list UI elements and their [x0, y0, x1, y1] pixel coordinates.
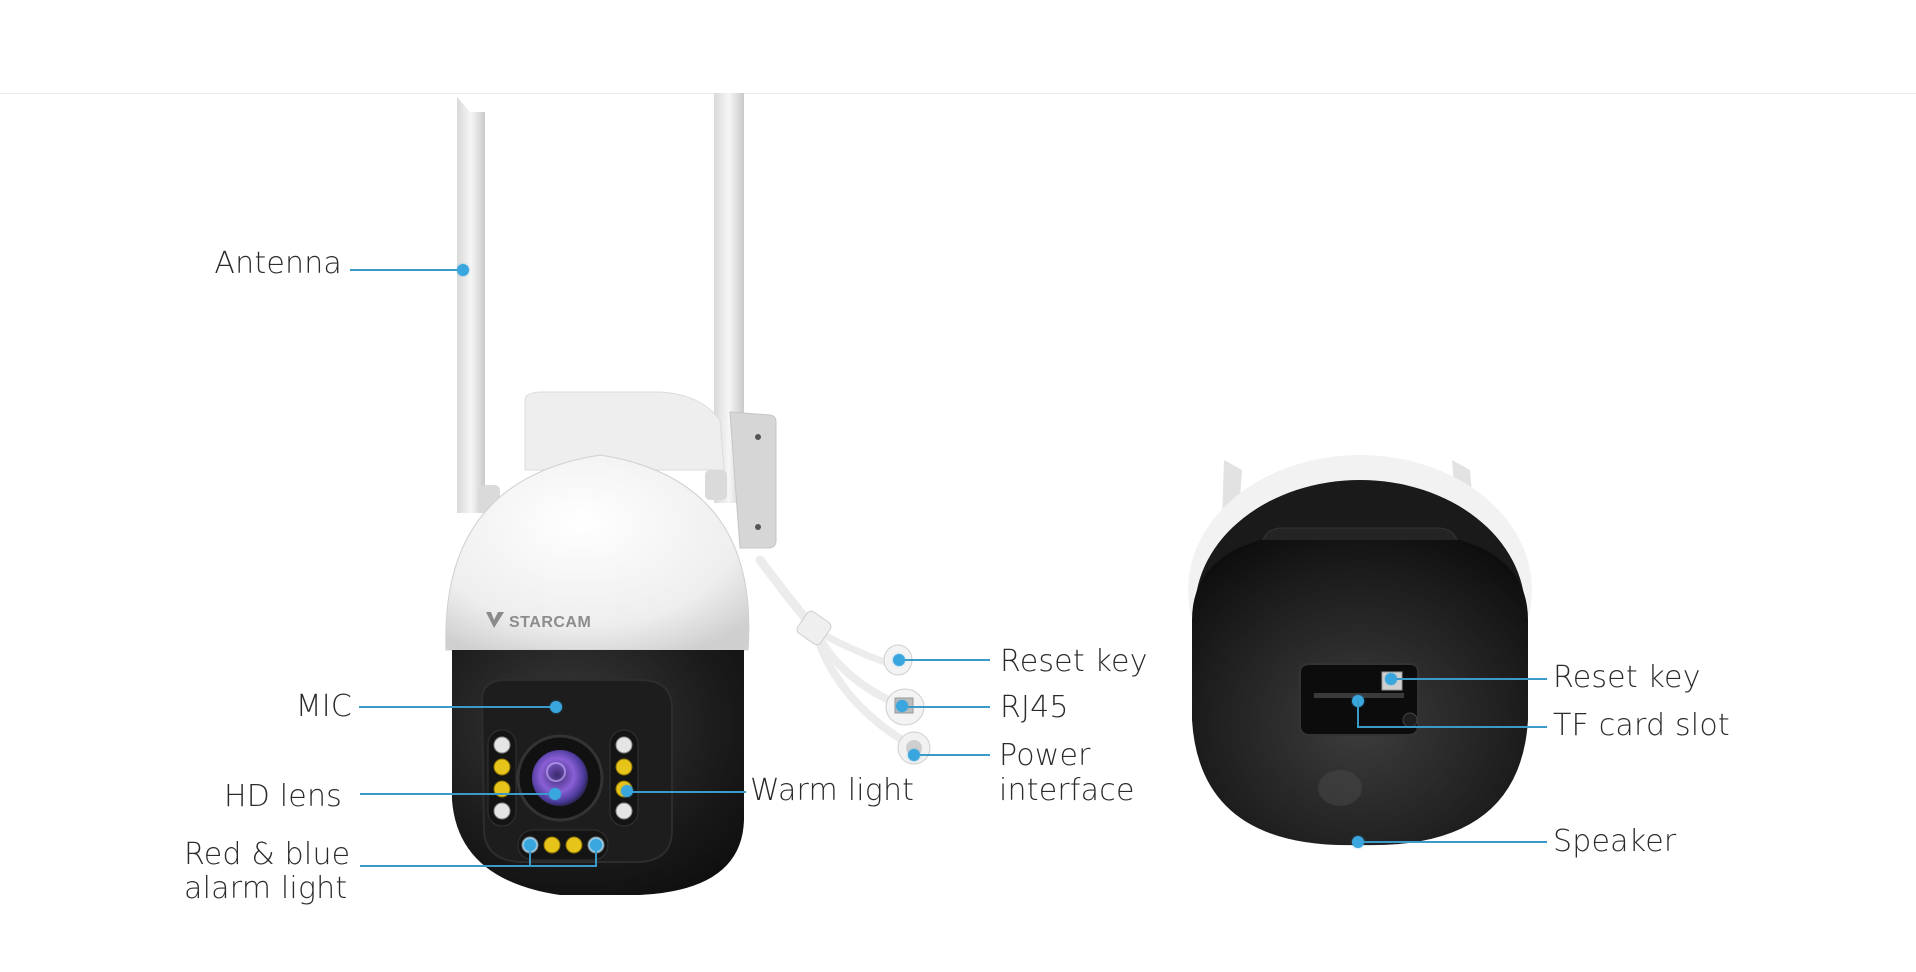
brand-logo-text: STARCAM	[509, 614, 591, 631]
callout-line-speaker	[1364, 841, 1547, 843]
label-antenna: Antenna	[214, 246, 342, 281]
callout-dot-alarm-left	[524, 839, 536, 851]
callout-dot-reset-key-front	[893, 654, 905, 666]
hd-lens	[532, 750, 588, 806]
label-power-line2: interface	[999, 773, 1135, 808]
label-alarm-light-line2: alarm light	[184, 871, 348, 906]
label-reset-key-front: Reset key	[1000, 644, 1148, 679]
label-speaker: Speaker	[1553, 824, 1677, 859]
callout-dot-antenna	[457, 264, 469, 276]
led-column-left	[493, 736, 511, 820]
callout-line-warm-light	[630, 791, 746, 793]
callout-line-alarm-light	[360, 865, 597, 867]
callout-dot-warm-light	[621, 785, 633, 797]
callout-line-reset-key-bottom	[1396, 678, 1547, 680]
label-tf-card-slot: TF card slot	[1553, 708, 1730, 743]
callout-dot-speaker	[1352, 836, 1364, 848]
callout-dot-reset-key-bottom	[1385, 673, 1397, 685]
label-reset-key-bottom: Reset key	[1553, 660, 1701, 695]
label-warm-light: Warm light	[750, 773, 915, 808]
callout-line-antenna	[350, 269, 462, 271]
callout-dot-mic	[550, 701, 562, 713]
starcam-logo	[486, 612, 504, 628]
callout-dot-power	[908, 749, 920, 761]
callout-line-tf-card	[1357, 726, 1547, 728]
callout-line-reset-key-front	[905, 659, 990, 661]
callout-line-mic	[359, 706, 556, 708]
callout-branch-tf-card	[1357, 700, 1359, 727]
callout-line-rj45	[908, 706, 990, 708]
label-mic: MIC	[295, 689, 352, 724]
label-alarm-light-line1: Red & blue	[184, 837, 351, 872]
callout-dot-rj45	[896, 700, 908, 712]
top-header-band	[0, 0, 1916, 94]
callout-line-hd-lens	[360, 793, 554, 795]
label-power-line1: Power	[999, 738, 1091, 773]
callout-branch-alarm-right	[595, 845, 597, 866]
label-hd-lens: HD lens	[223, 779, 342, 814]
callout-dot-hd-lens	[549, 788, 561, 800]
callout-branch-alarm-left	[529, 845, 531, 866]
callout-dot-alarm-right	[590, 839, 602, 851]
label-rj45: RJ45	[1000, 690, 1069, 725]
antenna-left	[457, 97, 485, 513]
callout-line-power	[920, 754, 990, 756]
